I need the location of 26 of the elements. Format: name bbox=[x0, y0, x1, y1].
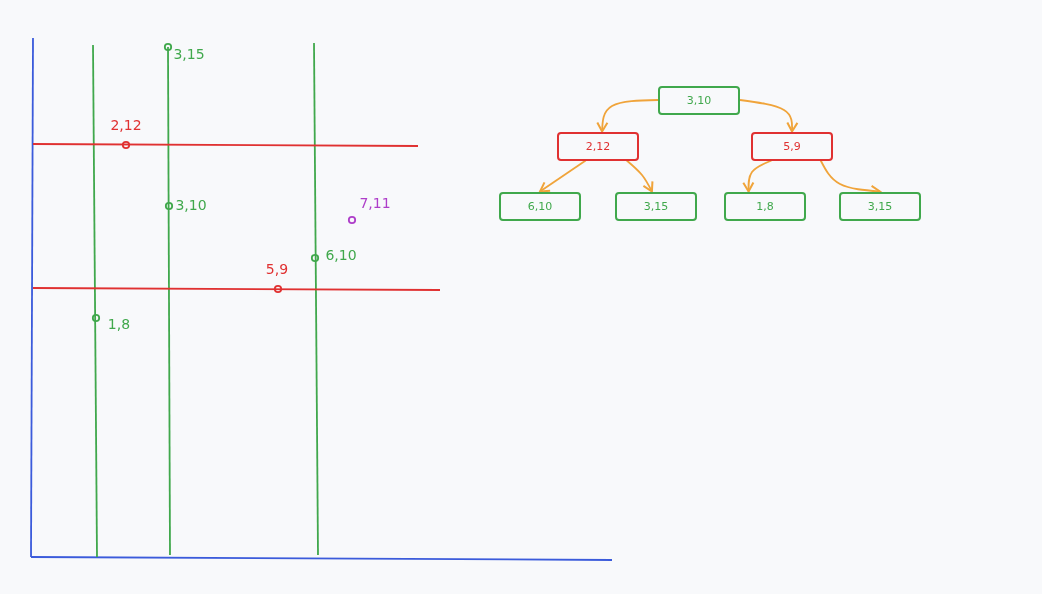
tree-node bbox=[751, 131, 833, 161]
arrow bbox=[739, 99, 799, 133]
tree-node bbox=[615, 191, 697, 221]
node-label: 5,9 bbox=[783, 139, 801, 153]
arrow bbox=[596, 99, 659, 133]
node-label: 2,12 bbox=[585, 139, 611, 153]
tree-node bbox=[724, 191, 806, 221]
node-label: 3,15 bbox=[643, 199, 669, 213]
point-label: 1,8 bbox=[107, 316, 131, 332]
node-label: 1,8 bbox=[756, 199, 774, 213]
point-label: 6,10 bbox=[325, 247, 357, 263]
point-label: 3,15 bbox=[173, 46, 205, 62]
point-label: 2,12 bbox=[110, 117, 142, 133]
point-label: 5,9 bbox=[265, 261, 289, 277]
node-label: 3,15 bbox=[867, 199, 893, 213]
arrow bbox=[625, 159, 654, 193]
arrow bbox=[539, 159, 587, 193]
point-label: 3,10 bbox=[175, 197, 207, 213]
tree-node bbox=[557, 131, 639, 161]
node-label: 6,10 bbox=[527, 199, 553, 213]
tree-node bbox=[658, 85, 740, 115]
point-label: 7,11 bbox=[359, 195, 391, 211]
tree-node bbox=[839, 191, 921, 221]
tree-node bbox=[499, 191, 581, 221]
arrow bbox=[742, 159, 773, 193]
node-label: 3,10 bbox=[686, 93, 712, 107]
